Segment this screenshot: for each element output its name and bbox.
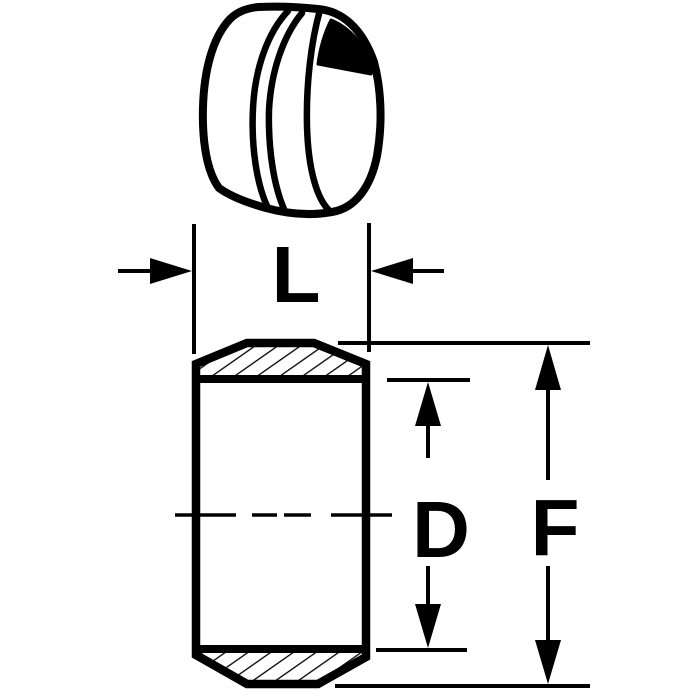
ferrule-3d-view (198, 2, 385, 219)
F-arrowhead-up (535, 345, 561, 390)
L-arrowhead-right (371, 258, 413, 284)
ring-front-face-edge (303, 6, 335, 216)
L-arrowhead-left (150, 258, 192, 284)
F-arrowhead-down (535, 640, 561, 684)
D-arrowhead-up (415, 382, 441, 426)
ferrule-section-view (175, 338, 392, 689)
drawing-root: L D F (118, 2, 590, 689)
L-label: L (272, 230, 321, 319)
dimension-F: F (335, 341, 590, 688)
ring-bore-shadow (316, 18, 375, 76)
ring-groove-line-back (249, 7, 292, 210)
dimension-L: L (118, 223, 444, 354)
D-label: D (412, 485, 470, 574)
section-outline (191, 338, 371, 689)
ring-groove-line-front (265, 9, 306, 213)
dimension-D: D (376, 378, 470, 652)
F-label: F (531, 483, 580, 572)
ring-silhouette (198, 2, 385, 219)
D-arrowhead-down (415, 604, 441, 648)
section-hatch-top (196, 343, 366, 379)
